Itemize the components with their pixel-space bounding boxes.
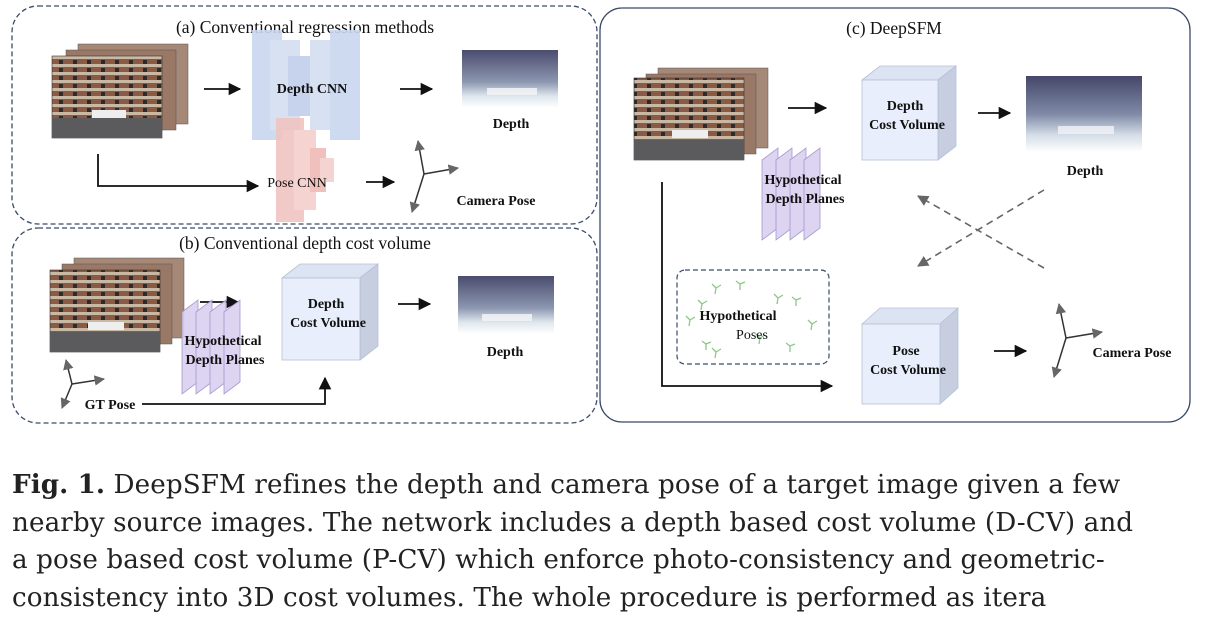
depth-cnn-label: Depth CNN — [277, 82, 347, 97]
caption-figure-label: Fig. 1. — [12, 469, 106, 500]
pose-cnn-label: Pose CNN — [267, 176, 327, 191]
target-image-a — [51, 55, 163, 139]
depth-planes-c — [761, 147, 821, 241]
hypothetical-pose-glyphs — [685, 280, 818, 359]
depth-label-b: Depth — [487, 345, 524, 360]
caption-line-4: consistency into 3D cost volumes. The wh… — [12, 582, 1047, 613]
arrow-images-to-pose-cnn — [97, 154, 260, 193]
depth-map-b — [458, 276, 554, 334]
panel-c-border — [599, 7, 1191, 423]
pose-cost-volume-label-c-line2: Cost Volume — [870, 363, 946, 378]
depth-cost-volume-cube-b — [280, 263, 380, 361]
gt-pose-axes — [60, 358, 106, 409]
depth-map-c — [1026, 76, 1142, 152]
caption-line-2: nearby source images. The network includ… — [12, 507, 1134, 538]
pose-cnn-block — [276, 118, 334, 222]
depth-cost-volume-label-c-line2: Cost Volume — [869, 118, 945, 133]
cost-volume-label-b-line2: Cost Volume — [290, 316, 366, 331]
target-image-b — [49, 269, 161, 353]
diagram-figure: (a) Conventional regression methods Dept… — [11, 5, 1191, 424]
arrow-gt-pose-to-cost-volume — [142, 376, 332, 405]
hypothetical-poses-label-line2: Poses — [736, 328, 768, 343]
depth-cost-volume-label-c-line1: Depth — [887, 99, 924, 114]
figure-caption: Fig. 1. DeepSFM refines the depth and ca… — [12, 466, 1197, 617]
camera-pose-label-c: Camera Pose — [1093, 346, 1172, 361]
panel-a-border — [11, 5, 598, 225]
panel-b: (b) Conventional depth cost volume Hypot… — [11, 227, 598, 424]
depth-planes-b — [181, 299, 241, 395]
depth-planes-label-c-line2: Depth Planes — [766, 192, 846, 207]
arrow-images-to-pose-cv-c — [661, 182, 834, 393]
panel-a-title: (a) Conventional regression methods — [176, 17, 434, 37]
caption-line-3: a pose based cost volume (P-CV) which en… — [12, 545, 1105, 575]
panel-c: (c) DeepSFM Hypothetical Depth Planes — [599, 7, 1191, 423]
depth-map-a — [462, 50, 558, 108]
cost-volume-label-b-line1: Depth — [308, 297, 345, 312]
depth-cost-volume-cube-c — [860, 65, 958, 161]
panel-c-title: (c) DeepSFM — [846, 18, 942, 38]
dashed-arrow-pose-to-depth-cv — [917, 195, 1045, 269]
pose-cost-volume-label-c-line1: Pose — [892, 344, 919, 359]
camera-pose-label-a: Camera Pose — [457, 194, 536, 209]
source-images-stack-b — [49, 257, 185, 353]
camera-pose-axes-a — [409, 139, 460, 214]
hypothetical-poses-label-line1: Hypothetical — [700, 309, 777, 324]
caption-line-1: Fig. 1. DeepSFM refines the depth and ca… — [12, 466, 1197, 505]
camera-pose-axes-c — [1051, 302, 1104, 379]
gt-pose-label: GT Pose — [85, 398, 136, 413]
depth-planes-label-b-line1: Hypothetical — [185, 334, 262, 349]
depth-planes-label-c-line1: Hypothetical — [765, 173, 842, 188]
panel-a: (a) Conventional regression methods Dept… — [11, 5, 598, 225]
pose-cost-volume-cube-c — [860, 307, 960, 405]
source-images-stack-c — [633, 67, 769, 161]
dashed-arrow-depth-to-pose-cv — [917, 189, 1045, 267]
panel-b-title: (b) Conventional depth cost volume — [179, 233, 431, 253]
panel-b-border — [11, 227, 598, 424]
target-image-c — [633, 77, 745, 161]
source-images-stack-a — [51, 43, 189, 139]
depth-label-a: Depth — [493, 117, 530, 132]
depth-cnn-block — [252, 30, 360, 140]
depth-planes-label-b-line2: Depth Planes — [186, 353, 266, 368]
depth-label-c: Depth — [1067, 164, 1104, 179]
hypothetical-poses-box — [676, 269, 830, 365]
caption-line-1-text: DeepSFM refines the depth and camera pos… — [105, 470, 1121, 500]
